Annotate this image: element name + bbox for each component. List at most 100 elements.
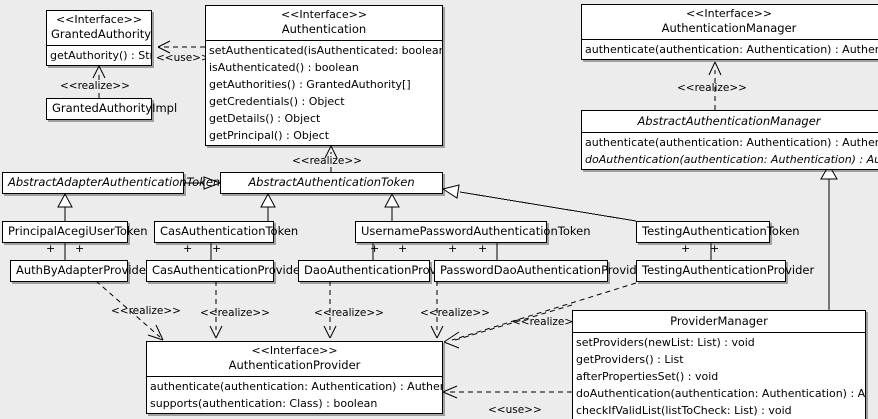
edge-label-realize-grantedauthorityimpl: <<realize>>: [60, 80, 130, 92]
class-members: authenticate(authentication: Authenticat…: [582, 132, 878, 169]
class-header: CasAuthenticationToken: [155, 222, 299, 242]
stereotype-label: <<Interface>>: [55, 13, 143, 26]
class-header: <<Interface>> Authentication: [206, 6, 442, 40]
class-header: GrantedAuthorityImpl: [47, 99, 178, 119]
class-name: AuthenticationManager: [661, 21, 797, 35]
class-header: DaoAuthenticationProvider: [299, 261, 459, 281]
class-header: AuthByAdapterProvider: [11, 261, 151, 281]
class-name: ProviderManager: [670, 314, 768, 328]
class-header: AbstractAdapterAuthenticationToken: [3, 173, 221, 193]
stereotype-label: <<Interface>>: [685, 7, 773, 20]
assoc-plus-marker: +: [46, 242, 56, 255]
class-header: CasAuthenticationProvider: [147, 261, 305, 281]
class-header: TestingAuthenticationProvider: [637, 261, 815, 281]
class-member: doAuthentication(authentication: Authent…: [576, 387, 865, 400]
arrowhead-generalize-abstracttoken-userpass: [384, 192, 400, 208]
arrowhead-realize-authprovider-testing: [443, 331, 460, 349]
class-name: UsernamePasswordAuthenticationToken: [361, 224, 591, 238]
assoc-plus-marker: +: [681, 242, 691, 255]
class-authentication-manager[interactable]: <<Interface>> AuthenticationManager auth…: [581, 4, 878, 60]
edge-label-use-authentication-grantedauthority: <<use>>: [156, 52, 210, 64]
class-members: setProviders(newList: List) : void getPr…: [573, 332, 865, 419]
class-testing-authentication-token[interactable]: TestingAuthenticationToken: [636, 221, 800, 243]
class-cas-authentication-provider[interactable]: CasAuthenticationProvider: [146, 260, 305, 282]
arrowhead-realize-authenticationmanager: [708, 61, 722, 76]
arrowhead-realize-authprovider-cas: [209, 325, 223, 339]
arrowhead-generalize-abstractadaptertoken: [57, 192, 73, 208]
class-member: getPrincipal() : Object: [209, 129, 330, 142]
class-member: supports(authentication: Class) : boolea…: [150, 397, 378, 410]
class-name: TestingAuthenticationProvider: [642, 263, 815, 277]
class-abstract-authentication-manager[interactable]: AbstractAuthenticationManager authentica…: [581, 110, 878, 170]
class-abstract-adapter-authentication-token[interactable]: AbstractAdapterAuthenticationToken: [2, 172, 221, 194]
class-members: setAuthenticated(isAuthenticated: boolea…: [206, 40, 442, 145]
class-member: authenticate(authentication: Authenticat…: [585, 43, 878, 56]
edge-label-realize-abstractauthenticationmanager: <<realize>>: [677, 82, 747, 94]
class-name: GrantedAuthorityImpl: [52, 101, 178, 115]
class-provider-manager[interactable]: ProviderManager setProviders(newList: Li…: [572, 310, 866, 419]
class-member: getProviders() : List: [576, 353, 684, 366]
edge-label-realize-authbyadapterprovider: <<realize>>: [111, 305, 181, 317]
class-granted-authority-impl[interactable]: GrantedAuthorityImpl: [46, 98, 178, 120]
assoc-plus-marker: +: [478, 242, 488, 255]
arrowhead-realize-authprovider-dao: [323, 325, 337, 339]
class-name: CasAuthenticationToken: [160, 224, 299, 238]
stereotype-label: <<Interface>>: [280, 8, 368, 21]
class-header: <<Interface>> GrantedAuthority: [47, 11, 151, 45]
class-header: ProviderManager: [573, 311, 865, 332]
class-header: AbstractAuthenticationToken: [221, 173, 442, 193]
assoc-plus-marker: +: [710, 242, 720, 255]
assoc-plus-marker: +: [75, 242, 85, 255]
class-name: CasAuthenticationProvider: [152, 263, 305, 277]
class-principal-acegi-user-token[interactable]: PrincipalAcegiUserToken: [2, 221, 148, 243]
class-members: getAuthority() : String: [47, 45, 151, 65]
class-abstract-authentication-token[interactable]: AbstractAuthenticationToken: [220, 172, 443, 194]
class-header: TestingAuthenticationToken: [637, 222, 800, 242]
class-member: getCredentials() : Object: [209, 95, 345, 108]
class-member: getDetails() : Object: [209, 112, 321, 125]
class-dao-authentication-provider[interactable]: DaoAuthenticationProvider: [298, 260, 459, 282]
edge-label-realize-abstractauthenticationtoken: <<realize>>: [292, 155, 362, 167]
class-granted-authority[interactable]: <<Interface>> GrantedAuthority getAuthor…: [46, 10, 152, 66]
class-members: authenticate(authentication: Authenticat…: [582, 39, 878, 59]
class-header: AbstractAuthenticationManager: [582, 111, 878, 132]
class-cas-authentication-token[interactable]: CasAuthenticationToken: [154, 221, 299, 243]
arrowhead-realize-authprovider-passworddao: [430, 325, 444, 339]
class-member: checkIfValidList(listToCheck: List) : vo…: [576, 404, 792, 417]
class-authentication-provider[interactable]: <<Interface>> AuthenticationProvider aut…: [146, 341, 443, 414]
assoc-plus-marker: +: [183, 242, 193, 255]
arrowhead-realize-authprovider-authbyadapter: [147, 324, 164, 341]
class-member: isAuthenticated() : boolean: [209, 61, 359, 74]
class-name: GrantedAuthority: [51, 27, 152, 41]
class-header: <<Interface>> AuthenticationProvider: [147, 342, 442, 376]
stereotype-label: <<Interface>>: [251, 344, 338, 357]
class-member: authenticate(authentication: Authenticat…: [150, 380, 442, 393]
class-name: DaoAuthenticationProvider: [304, 263, 459, 277]
edge-generalize-testingauthenticationtoken: [459, 191, 637, 222]
class-member: afterPropertiesSet() : void: [576, 370, 719, 383]
class-username-password-authentication-token[interactable]: UsernamePasswordAuthenticationToken: [355, 221, 591, 243]
edge-label-realize-daoauthenticationprovider: <<realize>>: [314, 307, 384, 319]
arrowhead-generalize-abstracttoken-cas: [260, 192, 276, 208]
class-member: getAuthorities() : GrantedAuthority[]: [209, 78, 411, 91]
arrowhead-use-authenticationprovider: [442, 385, 458, 399]
class-name: AbstractAdapterAuthenticationToken: [8, 175, 221, 189]
assoc-plus-marker: +: [212, 242, 222, 255]
edge-label-realize-casauthenticationprovider: <<realize>>: [200, 307, 270, 319]
class-member: authenticate(authentication: Authenticat…: [585, 136, 878, 149]
class-name: PasswordDaoAuthenticationProvider: [440, 263, 649, 277]
class-authentication[interactable]: <<Interface>> Authentication setAuthenti…: [205, 5, 443, 146]
class-password-dao-authentication-provider[interactable]: PasswordDaoAuthenticationProvider: [434, 260, 649, 282]
class-name: PrincipalAcegiUserToken: [8, 224, 148, 238]
class-member: getAuthority() : String: [50, 49, 151, 62]
class-header: <<Interface>> AuthenticationManager: [582, 5, 878, 39]
class-testing-authentication-provider[interactable]: TestingAuthenticationProvider: [636, 260, 815, 282]
arrowhead-realize-grantedauthority: [92, 65, 106, 79]
edge-label-realize-passworddaoauthenticationprovider: <<realize>>: [420, 307, 490, 319]
class-name: AuthByAdapterProvider: [16, 263, 151, 277]
assoc-plus-marker: +: [398, 242, 408, 255]
assoc-plus-marker: +: [448, 242, 458, 255]
class-name: AbstractAuthenticationManager: [637, 114, 821, 128]
class-auth-by-adapter-provider[interactable]: AuthByAdapterProvider: [10, 260, 151, 282]
